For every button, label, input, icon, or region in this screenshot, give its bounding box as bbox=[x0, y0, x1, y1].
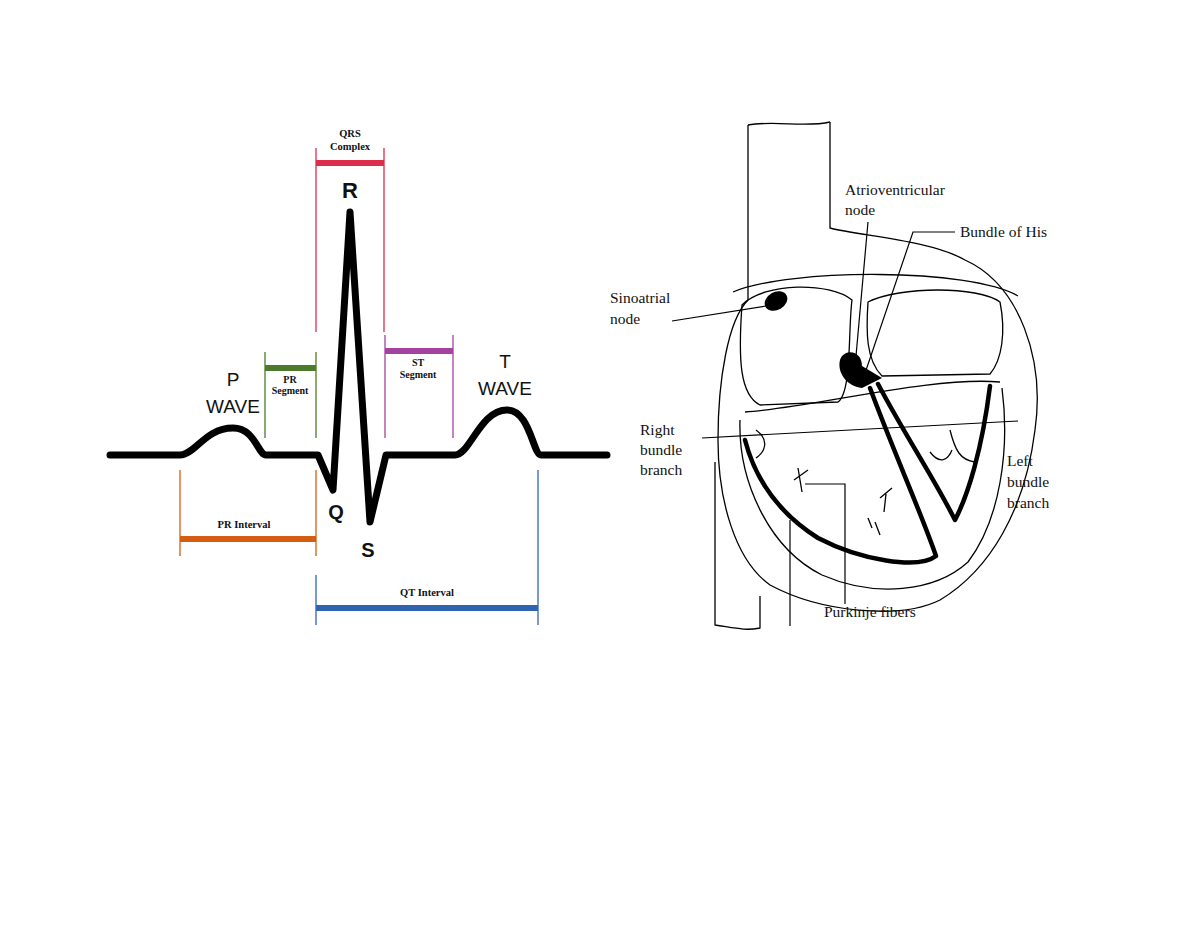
bracket-label: QRS Complex bbox=[327, 127, 373, 153]
left-atrium bbox=[867, 290, 1003, 376]
wave-label: P WAVE bbox=[202, 366, 264, 420]
bracket-bar bbox=[385, 348, 453, 354]
conduction-path bbox=[745, 384, 990, 562]
ecg-trace bbox=[110, 212, 607, 522]
leader-line bbox=[702, 421, 1018, 438]
heart-outline bbox=[715, 122, 1037, 629]
vessel-wall bbox=[748, 122, 830, 125]
wave-label: T WAVE bbox=[474, 348, 536, 402]
bracket-line bbox=[315, 470, 316, 556]
part-label: Bundle of His bbox=[960, 222, 1070, 242]
bracket-line bbox=[383, 148, 384, 332]
leader-line bbox=[856, 222, 868, 356]
bracket-line bbox=[537, 470, 538, 625]
purkinje-fiber bbox=[930, 450, 952, 460]
leader-line bbox=[672, 306, 766, 321]
bracket-bar bbox=[180, 536, 316, 542]
sinoatrial-node bbox=[761, 287, 791, 315]
purkinje-fiber bbox=[880, 488, 892, 512]
bracket-line bbox=[264, 352, 265, 438]
wave-letter: Q bbox=[321, 500, 351, 524]
leader-line bbox=[862, 232, 955, 382]
bracket-line bbox=[179, 470, 180, 556]
qt-interval-bracket bbox=[316, 470, 538, 625]
vessel-wall bbox=[715, 462, 760, 629]
right-bundle-branch bbox=[745, 388, 936, 562]
purkinje-fiber bbox=[868, 518, 880, 535]
vessel-wall bbox=[747, 125, 748, 300]
part-label: Right bundle branch bbox=[640, 420, 696, 480]
bracket-line bbox=[315, 352, 316, 438]
atrioventricular-node bbox=[839, 352, 882, 388]
leader-line bbox=[789, 520, 790, 626]
leader-lines bbox=[672, 222, 1018, 626]
bracket-label: QT Interval bbox=[372, 586, 482, 599]
bracket-bar bbox=[316, 160, 384, 166]
bracket-line bbox=[315, 575, 316, 625]
bracket-label: PR Segment bbox=[265, 374, 315, 396]
part-label: Purkinje fibers bbox=[824, 602, 944, 622]
wave-letter: R bbox=[335, 178, 365, 204]
wave-letter: S bbox=[353, 538, 383, 562]
right-atrium bbox=[740, 287, 852, 405]
leader-line bbox=[805, 484, 845, 604]
ventricle-wall bbox=[950, 430, 975, 462]
bracket-label: PR Interval bbox=[189, 518, 299, 531]
part-label: Sinoatrial node bbox=[610, 287, 685, 329]
qrs-bracket bbox=[316, 148, 384, 332]
ventricle-wall bbox=[740, 388, 1005, 589]
bracket-bar bbox=[316, 605, 538, 611]
part-label: Left bundle branch bbox=[1007, 450, 1063, 513]
heart-wall bbox=[718, 122, 1037, 611]
bracket-bar bbox=[265, 365, 316, 371]
purkinje-fibers bbox=[794, 450, 952, 535]
pr-interval-bracket bbox=[180, 470, 316, 556]
bracket-line bbox=[315, 148, 316, 332]
st-segment-bracket bbox=[385, 335, 453, 438]
part-label: Atrioventricular node bbox=[845, 180, 970, 220]
purkinje-fiber bbox=[794, 468, 808, 492]
pr-segment-bracket bbox=[265, 352, 316, 438]
bracket-label: ST Segment bbox=[393, 357, 443, 381]
